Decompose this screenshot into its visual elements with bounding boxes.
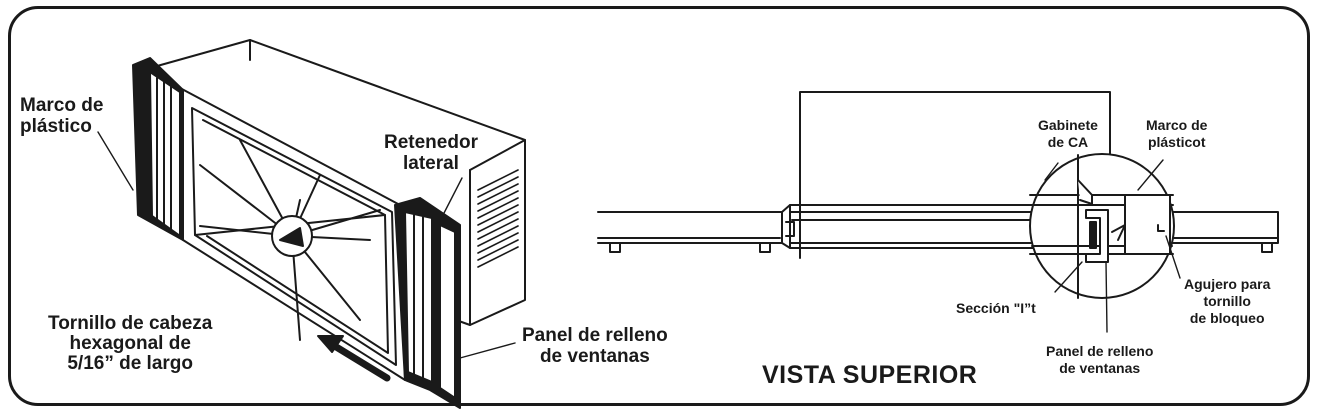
label-tornillo: Tornillo de cabeza hexagonal de 5/16” de… [48,314,212,374]
label-line: hexagonal de [69,332,191,354]
label-line: Agujero para [1184,276,1271,292]
label-seccion: Sección "I”t [956,300,1036,316]
label-panel-relleno-right: Panel de relleno de ventanas [1046,343,1153,377]
direction-arrow [317,335,391,382]
filler-panel-left [597,211,783,253]
label-line: Marco de [1146,117,1208,133]
label-line: lateral [402,152,459,174]
label-line: de ventanas [1059,359,1141,376]
label-line: de CA [1047,133,1089,150]
label-panel-relleno-left: Panel de relleno de ventanas [522,325,668,367]
left-plastic-frame [132,57,184,241]
label-line: 5/16” de largo [67,352,194,374]
label-line: Gabinete [1038,117,1098,133]
label-line: plásticot [1147,133,1206,150]
title-vista-superior: VISTA SUPERIOR [762,361,978,389]
diagram-border [8,6,1310,406]
label-line: Tornillo de cabeza [48,313,213,334]
label-retenedor-lateral: Retenedor lateral [384,132,478,174]
left-leader-lines [97,131,516,359]
right-filler-panel [394,197,461,409]
right-leader-lines [1044,159,1181,333]
label-line: Panel de relleno [522,325,668,346]
label-line: tornillo [1203,292,1251,309]
label-gabinete: Gabinete de CA [1038,117,1098,151]
label-marco-de-plastico: Marco de plástico [20,95,104,137]
label-line: Panel de relleno [1046,343,1154,359]
label-line: de bloqueo [1189,309,1265,326]
side-vents [477,169,519,268]
label-line: Retenedor [384,132,478,153]
detail-circle [1029,153,1175,299]
label-line: de ventanas [539,345,650,367]
label-agujero: Agujero para tornillo de bloqueo [1184,276,1270,326]
label-line: Marco de [20,95,104,116]
label-marco-plasticot: Marco de plásticot [1146,117,1207,151]
label-line: plástico [20,115,92,137]
